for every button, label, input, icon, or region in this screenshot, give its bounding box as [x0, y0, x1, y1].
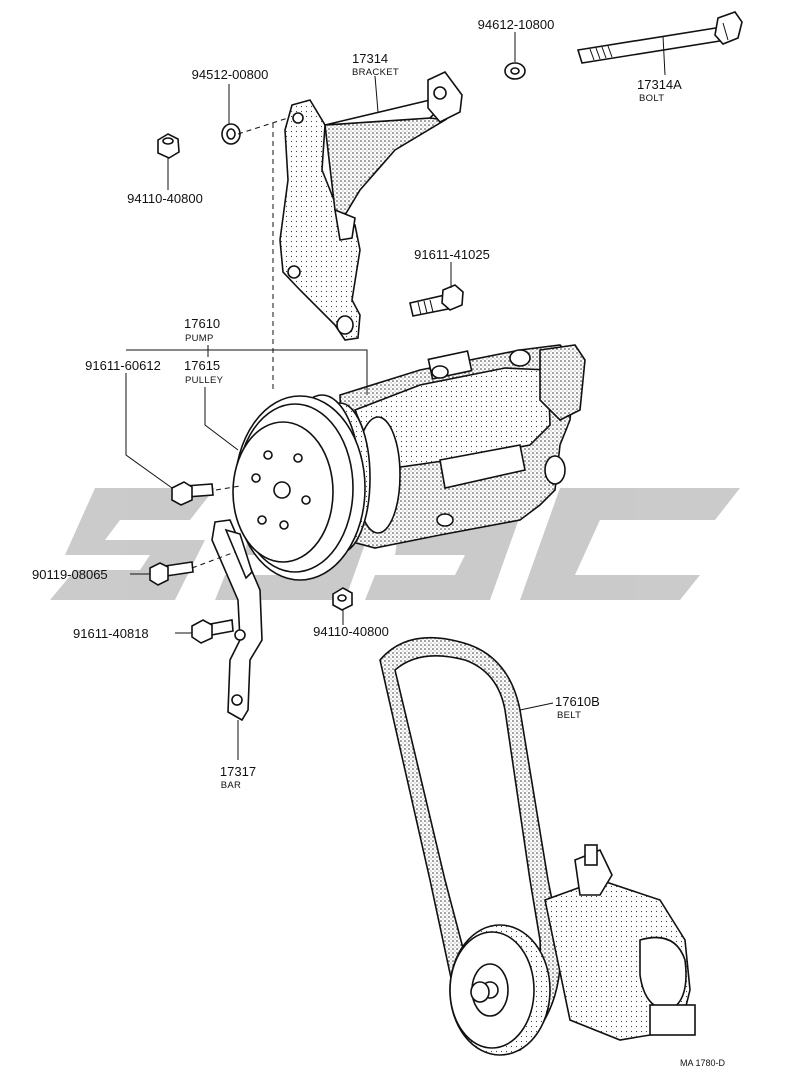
part-number: 94612-10800 [478, 17, 555, 32]
bracket-17314 [279, 70, 463, 341]
part-name: BRACKET [352, 67, 399, 78]
label-94110-40800-lower: 94110-40800 [313, 624, 389, 639]
part-number: 94110-40800 [127, 191, 203, 206]
label-17314-bracket: 17314 BRACKET [352, 51, 399, 78]
label-91611-60612: 91611-60612 [85, 358, 161, 373]
label-17317-bar: 17317 BAR [220, 764, 256, 791]
part-number: 17610 [184, 316, 220, 331]
part-name: PULLEY [185, 375, 224, 386]
washer-94612 [504, 62, 526, 80]
part-number: 17317 [220, 764, 256, 779]
bolt-91611-40818 [191, 619, 234, 644]
washer-94512 [221, 123, 241, 145]
part-number: 17314A [637, 77, 682, 92]
bolt-91611-41025 [409, 284, 464, 317]
label-17610-pump: 17610 PUMP [184, 316, 220, 344]
bolt-17314a [576, 11, 743, 64]
label-94612-10800: 94612-10800 [478, 17, 555, 32]
part-number: 17314 [352, 51, 388, 66]
part-name: BELT [557, 710, 581, 721]
part-number: 17610B [555, 694, 600, 709]
part-number: 94512-00800 [192, 67, 269, 82]
part-number: 90119-08065 [32, 567, 108, 582]
nut-94110-lower [332, 587, 353, 611]
bolt-90119 [149, 561, 194, 586]
nut-94110-top [157, 133, 180, 159]
reference-code: MA 1780-D [680, 1058, 726, 1068]
part-number: 91611-60612 [85, 358, 161, 373]
part-number: 91611-40818 [73, 626, 149, 641]
pump-17610 [339, 344, 586, 549]
assembly-lines [191, 117, 289, 569]
bolt-91611-60612 [171, 481, 214, 506]
leader-lines [125, 32, 666, 760]
part-name: PUMP [185, 333, 214, 344]
part-name: BAR [221, 780, 241, 791]
part-name: BOLT [639, 93, 664, 104]
label-17314a-bolt: 17314A BOLT [637, 77, 682, 104]
lower-pump [449, 844, 696, 1056]
part-number: 94110-40800 [313, 624, 389, 639]
pulley-17615 [232, 394, 371, 581]
label-90119-08065: 90119-08065 [32, 567, 108, 582]
bar-17317 [211, 519, 263, 722]
part-number: 17615 [184, 358, 220, 373]
label-91611-40818: 91611-40818 [73, 626, 149, 641]
label-91611-41025: 91611-41025 [414, 247, 490, 262]
label-94110-40800-top: 94110-40800 [127, 191, 203, 206]
label-17615-pulley: 17615 PULLEY [184, 358, 224, 386]
label-17610b-belt: 17610B BELT [555, 694, 600, 721]
label-94512-00800: 94512-00800 [192, 67, 269, 82]
part-number: 91611-41025 [414, 247, 490, 262]
